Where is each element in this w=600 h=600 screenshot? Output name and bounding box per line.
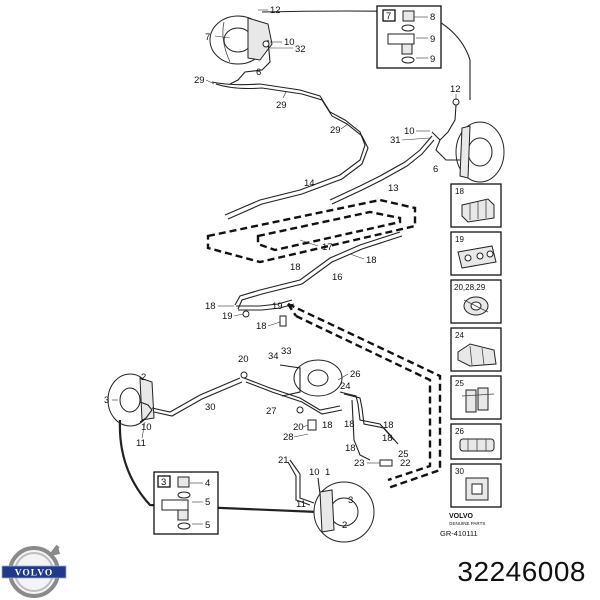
callout-27: 27 bbox=[266, 406, 277, 417]
side-panel-label: 18 bbox=[455, 187, 464, 196]
callout-7: 7 bbox=[205, 32, 210, 43]
detail-top-n3: 9 bbox=[430, 54, 435, 65]
callout-28: 28 bbox=[283, 432, 294, 443]
callout-19-a: 19 bbox=[272, 301, 283, 312]
side-panel-label: 26 bbox=[455, 427, 464, 436]
center-tunnel-outline bbox=[206, 198, 417, 264]
part-number: 32246008 bbox=[457, 556, 586, 587]
catalog-mark: VOLVO GENUINE PARTS GR-410111 bbox=[440, 513, 485, 538]
callout-18-d: 18 bbox=[256, 321, 267, 332]
callout-25: 25 bbox=[398, 449, 409, 460]
side-panel-30: 30 bbox=[450, 463, 502, 508]
rear-right-brake-assembly bbox=[287, 459, 375, 543]
callout-16: 16 bbox=[332, 272, 343, 283]
catalog-brand: VOLVO bbox=[449, 513, 474, 520]
callout-14: 14 bbox=[304, 178, 315, 189]
detail-bottom-id: 3 bbox=[161, 477, 166, 488]
detail-box-bottom: 3 4 5 5 bbox=[153, 471, 219, 535]
callout-18-i: 18 bbox=[345, 443, 356, 454]
catalog-code: GR-410111 bbox=[440, 529, 478, 538]
callout-12: 12 bbox=[270, 5, 281, 16]
side-panel-label: 24 bbox=[455, 331, 464, 340]
callout-20-a: 20 bbox=[238, 354, 249, 365]
callout-18-c: 18 bbox=[205, 301, 216, 312]
callout-18-h: 18 bbox=[382, 433, 393, 444]
callout-23: 23 bbox=[354, 458, 365, 469]
callout-11-a: 11 bbox=[136, 438, 146, 449]
detail-top-n1: 8 bbox=[430, 12, 435, 23]
rear-center-assembly bbox=[240, 359, 399, 467]
catalog-subtitle: GENUINE PARTS bbox=[449, 521, 485, 526]
rear-left-brake-assembly bbox=[107, 373, 243, 427]
detail-bottom-n1: 4 bbox=[205, 478, 210, 489]
callout-2-b: 2 bbox=[342, 520, 347, 531]
callout-18-g: 18 bbox=[383, 420, 394, 431]
callout-29-c: 29 bbox=[330, 125, 341, 136]
callout-10: 10 bbox=[284, 37, 295, 48]
side-panel-label: 30 bbox=[455, 467, 464, 476]
callout-20-b: 20 bbox=[293, 422, 304, 433]
callout-11-b: 11 bbox=[296, 499, 306, 510]
callout-18-e: 18 bbox=[322, 420, 333, 431]
logo-text: VOLVO bbox=[15, 569, 54, 579]
callout-21: 21 bbox=[278, 455, 289, 466]
callout-3-b: 3 bbox=[348, 495, 353, 506]
callout-30: 30 bbox=[205, 402, 216, 413]
callout-32: 32 bbox=[295, 44, 306, 55]
callout-26: 26 bbox=[350, 369, 361, 380]
callout-29-b: 29 bbox=[276, 100, 287, 111]
callout-18-b: 18 bbox=[366, 255, 377, 266]
side-panel-19: 19 bbox=[450, 231, 502, 276]
side-panel-25: 25 bbox=[450, 375, 502, 420]
callout-12-b: 12 bbox=[450, 84, 461, 95]
front-right-brake-assembly bbox=[431, 98, 505, 183]
callout-18-f: 18 bbox=[344, 419, 355, 430]
callout-19-b: 19 bbox=[222, 311, 233, 322]
detail-top-id: 7 bbox=[386, 11, 391, 22]
side-panel-label: 25 bbox=[455, 379, 464, 388]
callout-33: 33 bbox=[281, 346, 292, 357]
callout-31: 31 bbox=[390, 135, 401, 146]
rear-subframe-outline bbox=[287, 302, 442, 490]
callout-10-b: 10 bbox=[404, 126, 415, 137]
callout-24: 24 bbox=[340, 381, 351, 392]
detail-bottom-n3: 5 bbox=[205, 520, 210, 531]
volvo-logo-icon: VOLVO bbox=[1, 544, 67, 598]
callout-1: 1 bbox=[325, 467, 330, 478]
callout-2-a: 2 bbox=[141, 372, 146, 383]
detail-box-top: 7 8 9 9 bbox=[376, 5, 442, 69]
side-panel-26: 26 bbox=[450, 423, 502, 460]
callout-6-b: 6 bbox=[433, 164, 438, 175]
callout-18-a: 18 bbox=[290, 262, 301, 273]
callout-6: 6 bbox=[256, 67, 261, 78]
callout-17: 17 bbox=[322, 242, 333, 253]
callout-10-c: 10 bbox=[141, 422, 152, 433]
callout-13: 13 bbox=[388, 183, 399, 194]
callout-34: 34 bbox=[268, 351, 279, 362]
callout-3-a: 3 bbox=[104, 395, 109, 406]
side-panel-label: 20,28,29 bbox=[454, 283, 486, 292]
detail-top-n2: 9 bbox=[430, 34, 435, 45]
callout-22: 22 bbox=[400, 458, 411, 469]
side-panel-20-28-29: 20,28,29 bbox=[450, 279, 502, 324]
detail-bottom-n2: 5 bbox=[205, 497, 210, 508]
callout-29-a: 29 bbox=[194, 75, 205, 86]
callout-10-d: 10 bbox=[309, 467, 320, 478]
side-panel-24: 24 bbox=[450, 327, 502, 372]
side-panel-label: 19 bbox=[455, 235, 464, 244]
side-panel-18: 18 bbox=[450, 183, 502, 228]
